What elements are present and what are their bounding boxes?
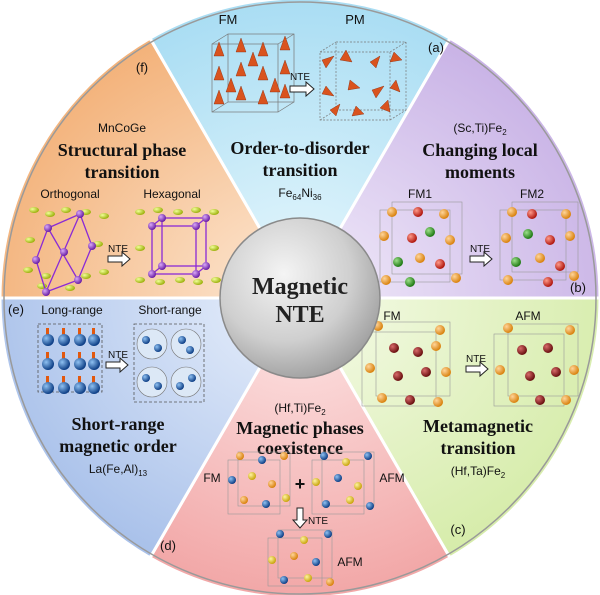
- sector-e-material: La(Fe,Al)13: [89, 462, 148, 478]
- sector-b-fm2-atoms: [501, 207, 579, 287]
- sector-d-title-line1: Magnetic phases: [236, 418, 364, 438]
- sector-f-background: [0, 36, 303, 300]
- sector-e-title-line2: magnetic order: [59, 436, 176, 456]
- sector-c-tag: (c): [450, 522, 465, 537]
- sector-b-nte-arrow: NTE: [469, 244, 493, 268]
- sector-e-long-range-box: [37, 323, 103, 393]
- sector-a-tag: (a): [428, 40, 444, 55]
- sector-d-plus: +: [295, 474, 306, 494]
- sector-b-state-left: FM1: [408, 187, 432, 201]
- sector-c-nte-arrow: NTE: [465, 354, 489, 378]
- sector-d-fm-atoms: [228, 452, 290, 508]
- sector-f-tag: (f): [136, 60, 148, 75]
- svg-text:NTE: NTE: [466, 354, 486, 365]
- sector-a-background: [147, 0, 453, 301]
- sector-e-long-range-atoms: [42, 328, 100, 394]
- sector-c-state-left: FM: [383, 309, 400, 323]
- sector-f-orthogonal-structure: [23, 207, 109, 296]
- sector-b-state-right: FM2: [520, 187, 544, 201]
- sector-f-title-line2: transition: [84, 162, 159, 182]
- sector-d-afm-lattice: [311, 451, 375, 515]
- sector-a-material: Fe64Ni36: [278, 186, 322, 202]
- center-title-line1: Magnetic: [252, 274, 348, 300]
- sector-e-title-line1: Short-range: [72, 414, 165, 434]
- sector-d-background: [147, 295, 453, 595]
- sector-a-title-line2: transition: [262, 160, 337, 180]
- sector-a-title-line1: Order-to-disorder: [230, 138, 369, 158]
- sector-b-fm1-atoms: [379, 207, 461, 287]
- sector-d-state-right: AFM: [379, 471, 404, 485]
- svg-text:NTE: NTE: [308, 516, 328, 527]
- sector-d-state-bottom: AFM: [337, 555, 362, 569]
- sector-a-nte-arrow: NTE: [289, 72, 315, 98]
- sector-d-tag: (d): [160, 538, 176, 553]
- sector-a-pm-lattice: [319, 41, 407, 121]
- sector-f: (f) MnCoGe Structural phase transition O…: [23, 60, 221, 296]
- sector-e: (e) Long-range Short-range NTE Short-: [8, 302, 205, 478]
- sector-d-afm-atoms: [312, 452, 374, 510]
- sector-b-tag: (b): [570, 280, 586, 295]
- sector-b-title-line1: Changing local: [422, 140, 538, 160]
- svg-text:NTE: NTE: [290, 72, 310, 83]
- sector-e-tag: (e): [8, 302, 24, 317]
- sector-d-bottom-atoms: [268, 530, 334, 586]
- sector-a-state-left: FM: [219, 12, 238, 27]
- sector-b: (Sc,Ti)Fe2 Changing local moments FM1 FM…: [379, 121, 586, 295]
- sector-e-state-right: Short-range: [138, 303, 202, 317]
- sector-e-state-left: Long-range: [41, 303, 103, 317]
- sector-c-material: (Hf,Ta)Fe2: [451, 464, 506, 480]
- sector-c-title-line2: transition: [440, 438, 515, 458]
- sector-e-short-range-clusters: [136, 328, 202, 398]
- center-title-line2: NTE: [275, 302, 324, 328]
- sector-e-nte-arrow: NTE: [105, 350, 129, 374]
- sector-f-nte-arrow: NTE: [107, 244, 131, 268]
- sector-f-material: MnCoGe: [98, 121, 146, 135]
- sector-a-pm-spins: [321, 49, 403, 117]
- sector-b-title-line2: moments: [445, 162, 515, 182]
- sector-e-short-range-box: [133, 323, 205, 403]
- sector-f-hexagonal-structure: [135, 207, 221, 285]
- sector-c-background: [297, 296, 600, 560]
- sector-d-material: (Hf,Ti)Fe2: [274, 401, 326, 417]
- sector-b-material: (Sc,Ti)Fe2: [453, 121, 507, 137]
- sector-a-fm-spins: [213, 35, 291, 105]
- sector-f-title-line1: Structural phase: [58, 140, 187, 160]
- sector-d-title-line2: coexistence: [257, 438, 343, 458]
- sector-a-state-right: PM: [345, 12, 365, 27]
- sector-c-state-right: AFM: [515, 309, 540, 323]
- sector-c-afm-atoms: [495, 323, 579, 405]
- sector-f-state-left: Orthogonal: [40, 187, 99, 201]
- sector-d-state-left: FM: [203, 471, 220, 485]
- svg-text:NTE: NTE: [470, 244, 490, 255]
- sector-a: FM PM (a) NTE: [211, 12, 444, 202]
- center-hub: Magnetic NTE: [219, 217, 381, 379]
- sector-d: (Hf,Ti)Fe2 Magnetic phases coexistence F…: [160, 401, 405, 587]
- svg-text:NTE: NTE: [108, 350, 128, 361]
- sector-c: FM AFM NTE Metamagnetic transition (Hf,T…: [361, 309, 579, 537]
- sector-d-nte-arrow: NTE: [291, 507, 328, 529]
- sector-c-title-line1: Metamagnetic: [423, 416, 533, 436]
- sector-f-state-right: Hexagonal: [143, 187, 200, 201]
- svg-text:NTE: NTE: [108, 244, 128, 255]
- outer-ring: [3, 1, 597, 595]
- sector-c-fm-atoms: [365, 321, 451, 407]
